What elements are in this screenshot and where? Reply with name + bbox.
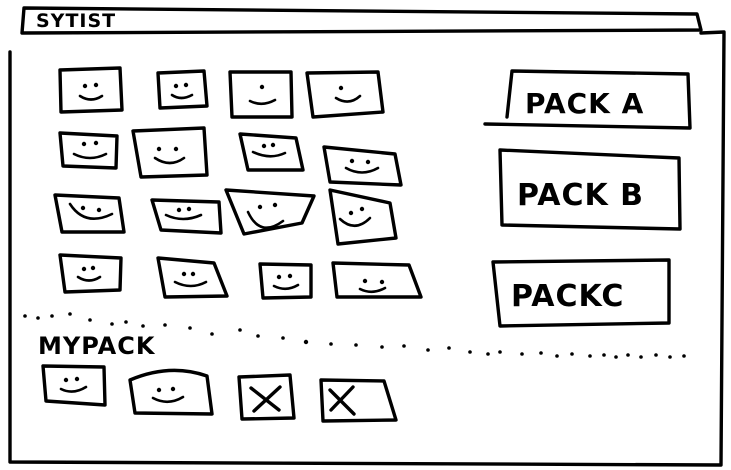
my-pack-section: MYPACK xyxy=(38,332,398,423)
sticker-tile[interactable] xyxy=(258,262,313,300)
my-pack-slot-3[interactable] xyxy=(237,373,296,421)
my-pack-slot-4[interactable] xyxy=(319,378,398,423)
sticker-tile[interactable] xyxy=(228,70,294,119)
sticker-tile[interactable] xyxy=(328,188,398,246)
sticker-tile[interactable] xyxy=(131,126,209,179)
sticker-tile[interactable] xyxy=(156,256,229,299)
pack-c-label: PACKC xyxy=(511,279,624,314)
sticker-tile[interactable] xyxy=(238,132,305,172)
sticker-tile[interactable] xyxy=(156,69,209,110)
dotted-divider xyxy=(23,312,686,359)
sticker-tile[interactable] xyxy=(58,66,124,114)
sticker-grid xyxy=(53,66,423,300)
my-pack-slot-1[interactable] xyxy=(41,364,107,407)
title-bar: SYTIST xyxy=(20,6,703,35)
sticker-tile[interactable] xyxy=(58,253,123,294)
pack-a-label: PACK A xyxy=(525,87,644,120)
window-frame xyxy=(8,30,726,467)
window-title: SYTIST xyxy=(36,10,116,32)
sticker-tile[interactable] xyxy=(305,70,385,119)
my-pack-label: MYPACK xyxy=(38,332,156,360)
sticker-tile[interactable] xyxy=(150,198,223,235)
pack-a-button[interactable]: PACK A xyxy=(483,69,692,130)
my-pack-slot-2[interactable] xyxy=(128,368,214,416)
pack-c-button[interactable]: PACKC xyxy=(491,258,671,328)
pack-b-label: PACK B xyxy=(517,178,644,213)
sticker-tile[interactable] xyxy=(322,145,403,187)
sticker-tile[interactable] xyxy=(224,188,316,236)
x-icon xyxy=(249,385,282,413)
sticker-tile[interactable] xyxy=(58,131,119,170)
sticker-tile[interactable] xyxy=(331,261,423,299)
pack-b-button[interactable]: PACK B xyxy=(498,148,682,231)
x-icon xyxy=(328,385,356,416)
sticker-tile[interactable] xyxy=(53,193,126,234)
